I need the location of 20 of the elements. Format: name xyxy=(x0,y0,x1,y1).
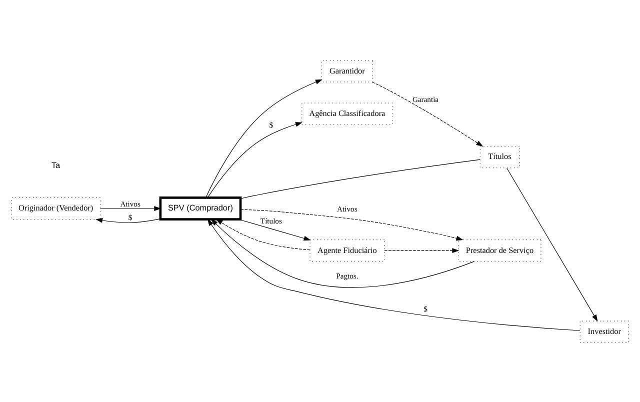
arrow xyxy=(207,218,580,330)
arrow xyxy=(210,218,474,288)
node-box: Títulos xyxy=(480,145,520,168)
arrow xyxy=(506,167,598,322)
node-box: Agência Classificadora xyxy=(302,102,393,124)
node-box: Agente Fiduciário xyxy=(310,239,385,262)
node-box: Prestador de Serviço xyxy=(458,239,542,262)
arrow xyxy=(96,217,161,222)
arrow xyxy=(216,218,310,250)
arrow xyxy=(207,122,303,198)
arrow xyxy=(372,81,484,146)
arrow xyxy=(384,248,460,253)
node-box: Investidor xyxy=(580,320,629,342)
arrow xyxy=(238,218,311,240)
connector xyxy=(240,158,480,198)
arrow xyxy=(100,206,162,210)
node-box: Originador (Vendedor) xyxy=(11,196,101,220)
node-box: Garantidor xyxy=(321,60,373,82)
arrow xyxy=(206,78,322,198)
arrow xyxy=(240,208,464,240)
